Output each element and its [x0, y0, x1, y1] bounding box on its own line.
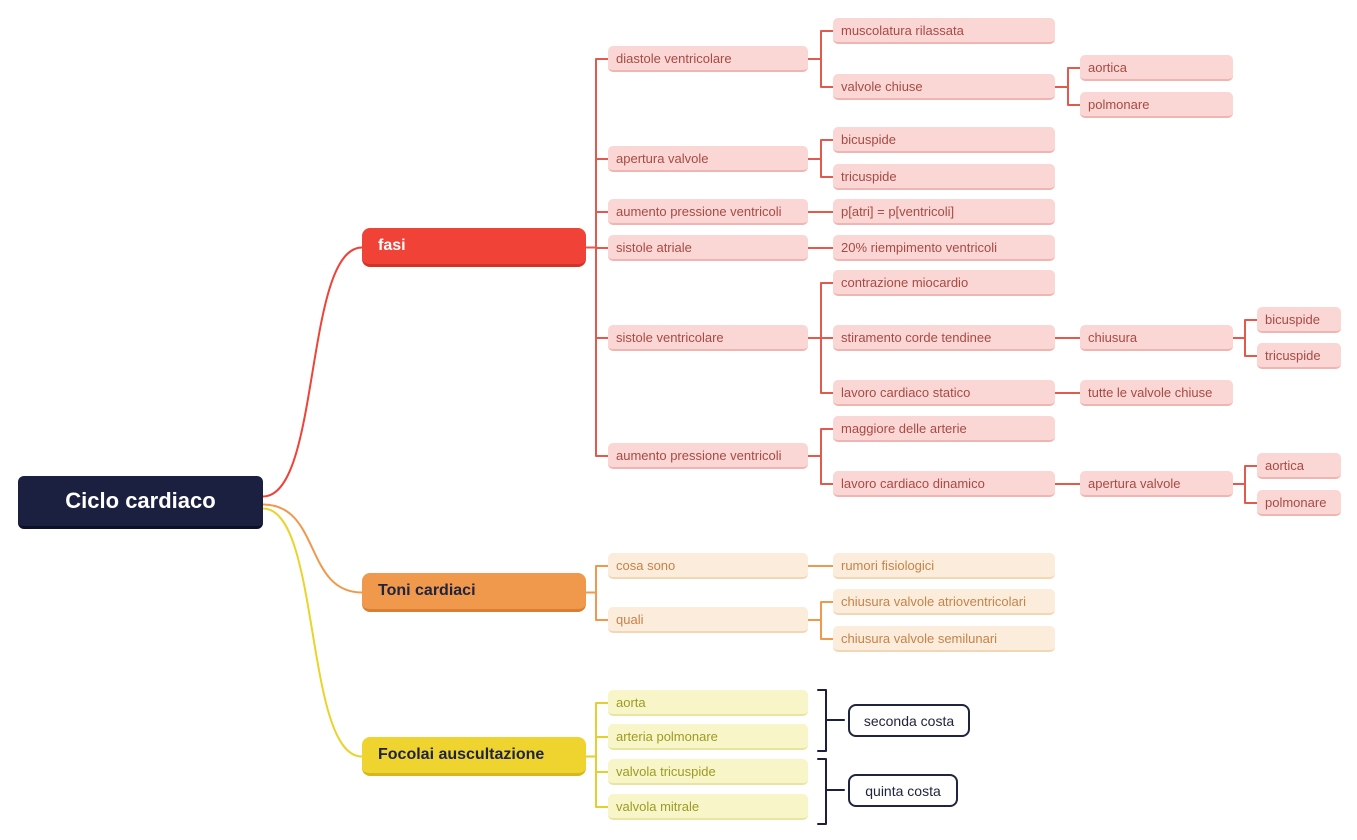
node-tricuspide1[interactable]: tricuspide [833, 164, 1055, 190]
edge-quali-chiusura-av [807, 601, 834, 621]
node-aortica1[interactable]: aortica [1080, 55, 1233, 81]
node-toni[interactable]: Toni cardiaci [362, 573, 586, 612]
node-aumento1[interactable]: aumento pressione ventricoli [608, 199, 808, 225]
node-v-mitrale[interactable]: valvola mitrale [608, 794, 808, 820]
edge-valvole-chiuse-polmonare1 [1054, 86, 1081, 106]
edge-chiusura-bicuspide2 [1232, 319, 1258, 339]
edge-apertura2-aortica2 [1232, 465, 1258, 485]
edge-toni-quali [585, 591, 609, 621]
node-chiusura-av[interactable]: chiusura valvole atrioventricolari [833, 589, 1055, 615]
node-chiusura[interactable]: chiusura [1080, 325, 1233, 351]
edge-focolai-art-polmonare [585, 736, 609, 758]
node-root[interactable]: Ciclo cardiaco [18, 476, 263, 529]
node-p-atri[interactable]: p[atri] = p[ventricoli] [833, 199, 1055, 225]
node-apertura1[interactable]: apertura valvole [608, 146, 808, 172]
node-fasi[interactable]: fasi [362, 228, 586, 267]
node-maggiore[interactable]: maggiore delle arterie [833, 416, 1055, 442]
node-quali[interactable]: quali [608, 607, 808, 633]
node-valvole-chiuse[interactable]: valvole chiuse [833, 74, 1055, 100]
node-riempimento[interactable]: 20% riempimento ventricoli [833, 235, 1055, 261]
node-diastole[interactable]: diastole ventricolare [608, 46, 808, 72]
node-muscolatura[interactable]: muscolatura rilassata [833, 18, 1055, 44]
node-polmonare2[interactable]: polmonare [1257, 490, 1341, 516]
node-lavoro-statico[interactable]: lavoro cardiaco statico [833, 380, 1055, 406]
node-lavoro-dinamico[interactable]: lavoro cardiaco dinamico [833, 471, 1055, 497]
node-polmonare1[interactable]: polmonare [1080, 92, 1233, 118]
edge-diastole-muscolatura [807, 30, 834, 60]
edge-fasi-aumento1 [585, 211, 609, 249]
edge-root-focolai [262, 507, 363, 758]
edge-apertura2-polmonare2 [1232, 483, 1258, 504]
node-v-tricuspide[interactable]: valvola tricuspide [608, 759, 808, 785]
node-aortica2[interactable]: aortica [1257, 453, 1341, 479]
bracket-quinta-costa [817, 758, 827, 825]
node-tutte-valvole[interactable]: tutte le valvole chiuse [1080, 380, 1233, 406]
node-aorta[interactable]: aorta [608, 690, 808, 716]
node-sistole-v[interactable]: sistole ventricolare [608, 325, 808, 351]
node-focolai[interactable]: Focolai auscultazione [362, 737, 586, 776]
node-aumento2[interactable]: aumento pressione ventricoli [608, 443, 808, 469]
bracket-seconda-costa [817, 689, 827, 752]
edge-apertura1-bicuspide1 [807, 139, 834, 160]
edge-focolai-v-mitrale [585, 755, 609, 808]
edge-sistole-v-lavoro-statico [807, 337, 834, 394]
edge-apertura1-tricuspide1 [807, 158, 834, 178]
edge-root-toni [262, 503, 363, 594]
edge-chiusura-tricuspide2 [1232, 337, 1258, 357]
edge-root-fasi [262, 246, 363, 498]
node-contrazione[interactable]: contrazione miocardio [833, 270, 1055, 296]
node-seconda-costa[interactable]: seconda costa [848, 704, 970, 737]
node-tricuspide2[interactable]: tricuspide [1257, 343, 1341, 369]
node-rumori[interactable]: rumori fisiologici [833, 553, 1055, 579]
node-apertura2[interactable]: apertura valvole [1080, 471, 1233, 497]
edge-sistole-v-contrazione [807, 282, 834, 339]
edge-fasi-aumento2 [585, 246, 609, 457]
node-stiramento[interactable]: stiramento corde tendinee [833, 325, 1055, 351]
edge-aumento2-lavoro-dinamico [807, 455, 834, 485]
node-bicuspide2[interactable]: bicuspide [1257, 307, 1341, 333]
node-chiusura-semi[interactable]: chiusura valvole semilunari [833, 626, 1055, 652]
node-sistole-a[interactable]: sistole atriale [608, 235, 808, 261]
edge-quali-chiusura-semi [807, 619, 834, 640]
edge-toni-cosa-sono [585, 565, 609, 594]
edge-valvole-chiuse-aortica1 [1054, 67, 1081, 88]
edge-aumento2-maggiore [807, 428, 834, 457]
edge-diastole-valvole-chiuse [807, 58, 834, 88]
node-bicuspide1[interactable]: bicuspide [833, 127, 1055, 153]
node-cosa-sono[interactable]: cosa sono [608, 553, 808, 579]
node-quinta-costa[interactable]: quinta costa [848, 774, 958, 807]
node-art-polmonare[interactable]: arteria polmonare [608, 724, 808, 750]
